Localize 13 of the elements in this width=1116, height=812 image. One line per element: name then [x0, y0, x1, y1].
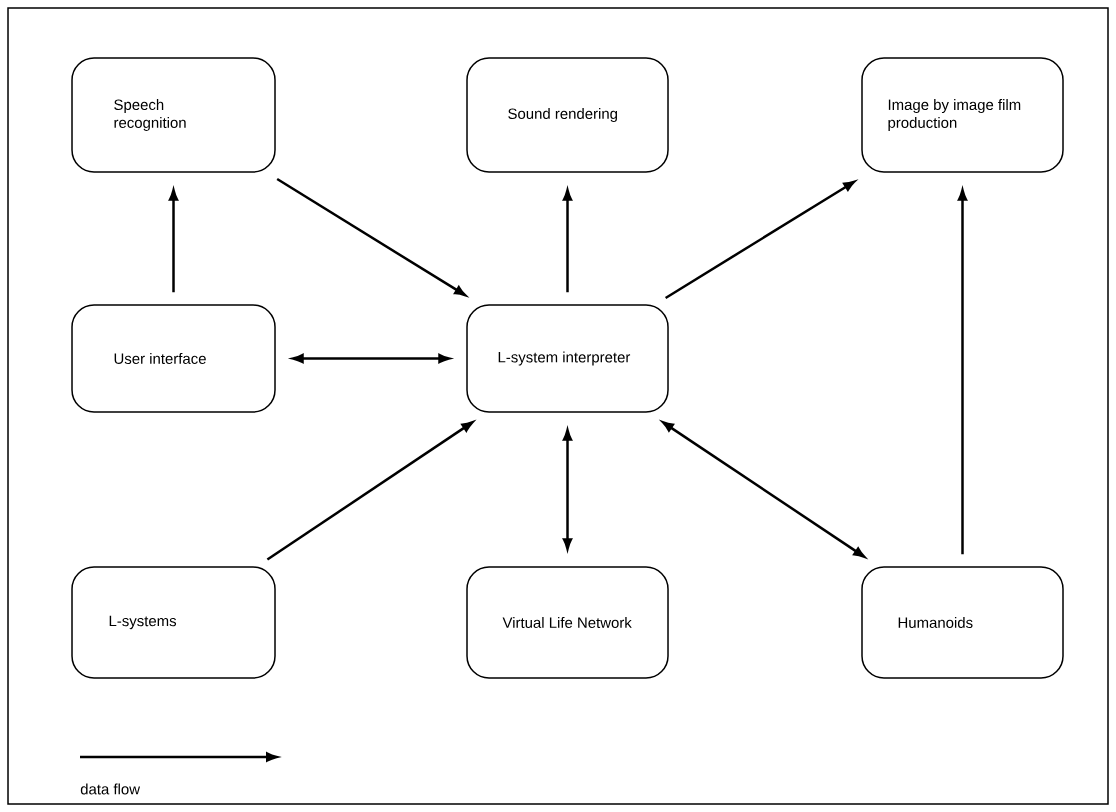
process-box: Humanoids: [861, 566, 1064, 679]
arrow: [664, 180, 856, 299]
process-box: User interface: [71, 304, 276, 413]
arrow: [266, 421, 474, 561]
legend-label: data flow: [80, 783, 141, 795]
process-box: Virtual Life Network: [466, 566, 669, 679]
process-box: Sound rendering: [466, 57, 669, 173]
arrow: [662, 421, 866, 558]
process-box: L-systems: [71, 566, 276, 679]
arrow: [276, 178, 467, 297]
process-box: Speech recognition: [71, 57, 276, 173]
process-box: L-system interpreter: [466, 304, 669, 413]
process-box: Image by image film production: [861, 57, 1064, 173]
